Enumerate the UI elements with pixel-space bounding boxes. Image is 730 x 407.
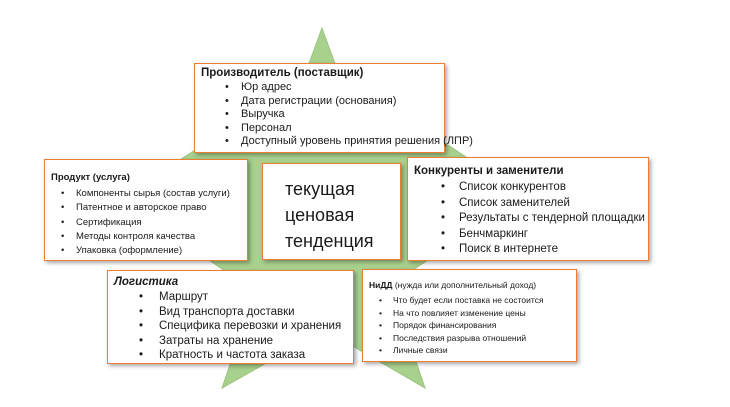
nidd-box: НиДД (нужда или дополнительный доход) Чт… <box>362 269 577 362</box>
center-box: текущая ценовая тенденция <box>262 163 401 260</box>
product-list: Компоненты сырья (состав услуги) Патентн… <box>51 187 239 259</box>
list-item: Последствия разрыва отношений <box>369 332 568 345</box>
list-item: Упаковка (оформление) <box>51 244 239 259</box>
list-item: Специфика перевозки и хранения <box>114 319 345 334</box>
nidd-title-main: НиДД <box>369 280 393 290</box>
list-item: Патентное и авторское право <box>51 201 239 216</box>
center-line: тенденция <box>285 231 374 251</box>
nidd-subtitle: (нужда или дополнительный доход) <box>392 280 537 290</box>
list-item: Список заменителей <box>414 196 640 212</box>
producer-title: Производитель (поставщик) <box>201 67 364 79</box>
logistics-list: Маршрут Вид транспорта доставки Специфик… <box>114 290 345 363</box>
list-item: Персонал <box>201 122 436 136</box>
list-item: Порядок финансирования <box>369 319 568 332</box>
list-item: Вид транспорта доставки <box>114 305 345 320</box>
product-box: Продукт (услуга) Компоненты сырья (соста… <box>44 159 248 261</box>
list-item: На что повлияет изменение цены <box>369 307 568 320</box>
list-item: Дата регистрации (основания) <box>201 95 436 109</box>
list-item: Результаты с тендерной площадки <box>414 211 645 227</box>
list-item: Сертификация <box>51 216 239 231</box>
product-title: Продукт (услуга) <box>51 172 130 183</box>
producer-box: Производитель (поставщик) Юр адрес Дата … <box>194 63 473 153</box>
list-item: Доступный уровень принятия решения (ЛПР) <box>201 135 473 149</box>
logistics-box: Логистика Маршрут Вид транспорта доставк… <box>107 270 354 364</box>
list-item: Бенчмаркинг <box>414 227 640 243</box>
competitors-list: Список конкурентов Список заменителей Ре… <box>414 180 645 258</box>
list-item: Компоненты сырья (состав услуги) <box>51 187 239 202</box>
competitors-title: Конкуренты и заменители <box>414 165 564 177</box>
list-item: Маршрут <box>114 290 345 305</box>
competitors-box: Конкуренты и заменители Список конкурент… <box>407 157 649 261</box>
list-item: Личные связи <box>369 344 568 357</box>
list-item: Затраты на хранение <box>114 334 345 349</box>
center-line: текущая <box>285 179 355 199</box>
list-item: Методы контроля качества <box>51 230 239 245</box>
list-item: Юр адрес <box>201 81 436 95</box>
center-line: ценовая <box>285 205 355 225</box>
list-item: Выручка <box>201 108 436 122</box>
list-item: Список конкурентов <box>414 180 640 196</box>
list-item: Кратность и частота заказа <box>114 348 345 363</box>
nidd-title: НиДД (нужда или дополнительный доход) <box>369 280 568 290</box>
logistics-title: Логистика <box>114 276 179 288</box>
list-item: Поиск в интернете <box>414 242 640 258</box>
producer-list: Юр адрес Дата регистрации (основания) Вы… <box>201 81 473 149</box>
list-item: Что будет если поставка не состоится <box>369 294 568 307</box>
nidd-list: Что будет если поставка не состоится На … <box>369 294 568 357</box>
